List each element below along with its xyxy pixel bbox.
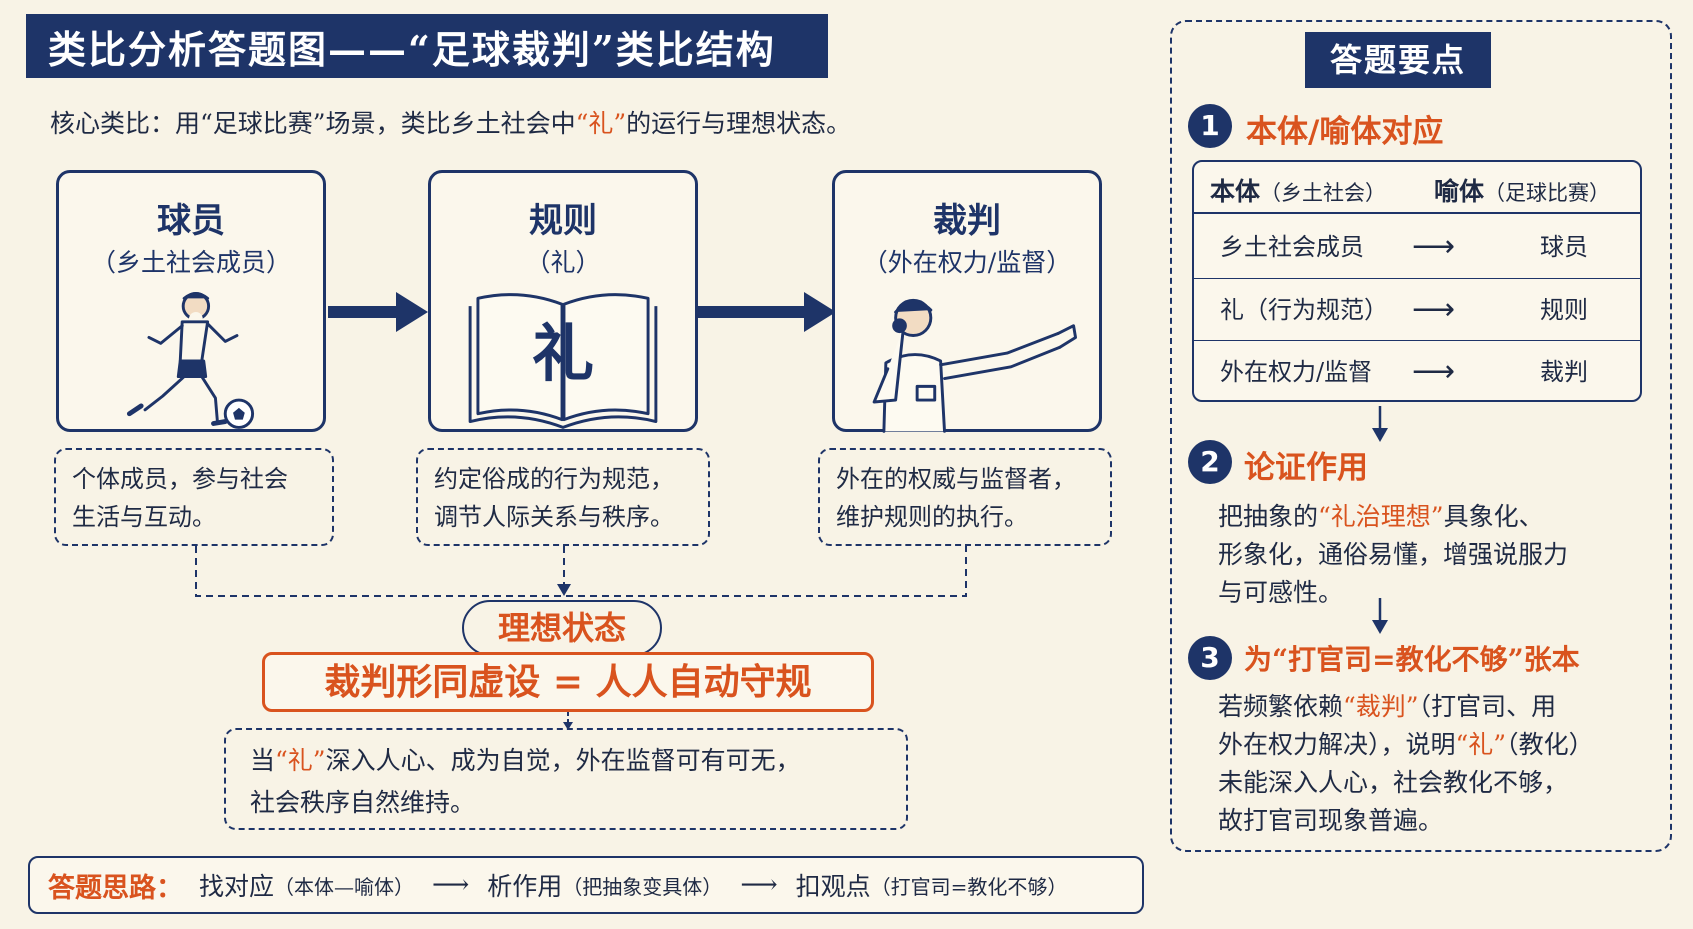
text-span: （打官司、用 — [1418, 692, 1557, 721]
card-referee: 裁判 （外在权力/监督） — [832, 170, 1102, 433]
card-title: 规则 — [529, 201, 597, 241]
text-line: 未能深入人心，社会教化不够， — [1218, 768, 1569, 797]
arrow-player-to-rule — [328, 292, 428, 332]
ideal-state-formula: 裁判形同虚设 = 人人自动守规 — [262, 652, 874, 712]
page-title: 类比分析答题图——“足球裁判”类比结构 — [26, 14, 828, 78]
arrow-right-icon: ⟶ — [1412, 354, 1456, 389]
desc-rest: 深入人心、成为自觉，外在监督可有可无， — [325, 746, 801, 775]
card-subtitle: （乡土社会成员） — [90, 248, 291, 277]
mapping-left: 外在权力/监督 — [1220, 358, 1373, 386]
card-subtitle: （礼） — [525, 248, 601, 277]
section-number-badge: 1 — [1188, 104, 1232, 148]
text-span: 外在权力解决），说明 — [1218, 730, 1456, 759]
mapping-row: 礼（行为规范） ⟶ 规则 — [1194, 278, 1640, 340]
route-step-2: 析作用 — [487, 872, 563, 901]
desc-line: 生活与互动。 — [72, 503, 216, 531]
card-title: 裁判 — [933, 201, 1001, 241]
mapping-left: 礼（行为规范） — [1220, 296, 1388, 324]
dashed-connector — [195, 546, 967, 597]
mapping-row: 外在权力/监督 ⟶ 裁判 — [1194, 340, 1640, 402]
answer-route-bar: 答题思路： 找对应（本体—喻体） ⟶ 析作用（把抽象变具体） ⟶ 扣观点（打官司… — [28, 856, 1144, 914]
mapping-right: 裁判 — [1540, 358, 1588, 386]
mapping-left: 乡土社会成员 — [1220, 233, 1364, 261]
card-rule: 规则 （礼） 礼 — [428, 170, 698, 432]
desc-line: 个体成员，参与社会 — [72, 465, 288, 493]
arrow-right-icon: ⟶ — [1412, 292, 1456, 327]
section-number-badge: 3 — [1188, 636, 1232, 680]
text-span: 具象化、 — [1443, 502, 1544, 531]
route-step-3-note: （打官司=教化不够） — [870, 874, 1068, 899]
card-title: 球员 — [157, 201, 225, 241]
text-span: （教化） — [1506, 730, 1594, 759]
arrow-right-icon: ⟶ — [1412, 229, 1456, 264]
mapping-right: 规则 — [1540, 296, 1588, 324]
text-span: 若频繁依赖 — [1218, 692, 1344, 721]
core-prefix: 核心类比：用“足球比赛”场景，类比乡土社会中 — [50, 109, 576, 138]
core-highlight: “礼” — [575, 109, 627, 138]
card-player: 球员 （乡土社会成员） — [56, 170, 326, 432]
panel-arrow-2 — [1372, 598, 1388, 634]
mapping-right: 球员 — [1540, 233, 1588, 261]
referee-whistle-icon — [872, 298, 1077, 433]
mapping-row: 乡土社会成员 ⟶ 球员 — [1194, 216, 1640, 278]
core-suffix: 的运行与理想状态。 — [626, 109, 852, 138]
section-3-text: 若频繁依赖“裁判”（打官司、用 外在权力解决），说明“礼”（教化） 未能深入人心… — [1218, 688, 1594, 840]
panel-arrow-1 — [1372, 406, 1388, 442]
section-title-argument: 论证作用 — [1244, 450, 1368, 486]
mapping-table: 本体（乡土社会） 喻体（足球比赛） 乡土社会成员 ⟶ 球员 礼（行为规范） ⟶ … — [1192, 160, 1642, 402]
football-player-icon — [126, 292, 255, 429]
text-highlight: “礼治理想” — [1318, 502, 1444, 531]
header-vehicle: 喻体 — [1434, 177, 1485, 206]
arrow-right-icon: ⟶ — [432, 870, 470, 900]
mapping-table-header: 本体（乡土社会） 喻体（足球比赛） — [1194, 162, 1640, 214]
desc-player: 个体成员，参与社会 生活与互动。 — [54, 448, 334, 546]
route-step-1-note: （本体—喻体） — [274, 874, 415, 899]
desc-highlight: “礼” — [275, 746, 326, 775]
desc-line: 社会秩序自然维持。 — [250, 788, 476, 817]
arrow-right-icon: ⟶ — [740, 870, 778, 900]
key-points-panel — [1170, 20, 1672, 852]
desc-line: 外在的权威与监督者， — [836, 465, 1076, 493]
desc-referee: 外在的权威与监督者， 维护规则的执行。 — [818, 448, 1112, 546]
card-subtitle: （外在权力/监督） — [862, 248, 1072, 277]
route-step-1: 找对应 — [199, 872, 275, 901]
arrow-rule-to-referee — [688, 292, 836, 332]
text-highlight: “裁判” — [1343, 692, 1419, 721]
football-icon — [223, 398, 255, 429]
desc-line: 调节人际关系与秩序。 — [434, 503, 674, 531]
header-vehicle-note: （足球比赛） — [1484, 181, 1611, 205]
open-book-icon — [468, 293, 658, 429]
route-label: 答题思路： — [48, 872, 183, 904]
text-highlight: “礼” — [1455, 730, 1507, 759]
desc-line: 维护规则的执行。 — [836, 503, 1028, 531]
section-number-badge: 2 — [1188, 440, 1232, 484]
desc-rule: 约定俗成的行为规范， 调节人际关系与秩序。 — [416, 448, 710, 546]
header-ontology-note: （乡土社会） — [1260, 181, 1387, 205]
text-span: 把抽象的 — [1218, 502, 1319, 531]
text-line: 故打官司现象普遍。 — [1218, 806, 1444, 835]
section-title-correspondence: 本体/喻体对应 — [1246, 114, 1444, 150]
route-step-3: 扣观点 — [795, 872, 871, 901]
desc-line: 约定俗成的行为规范， — [434, 465, 674, 493]
text-line: 形象化，通俗易懂，增强说服力 — [1218, 540, 1569, 569]
book-character: 礼 — [531, 317, 594, 390]
core-analogy-text: 核心类比：用“足球比赛”场景，类比乡土社会中“礼”的运行与理想状态。 — [50, 104, 851, 140]
section-2-text: 把抽象的“礼治理想”具象化、 形象化，通俗易懂，增强说服力 与可感性。 — [1218, 498, 1568, 612]
panel-title: 答题要点 — [1305, 32, 1491, 88]
ideal-state-label: 理想状态 — [462, 600, 662, 656]
section-title-lawsuit: 为“打官司=教化不够”张本 — [1244, 643, 1580, 676]
text-line: 与可感性。 — [1218, 578, 1344, 607]
desc-prefix: 当 — [250, 746, 276, 775]
header-ontology: 本体 — [1210, 177, 1261, 206]
route-step-2-note: （把抽象变具体） — [562, 874, 723, 899]
ideal-state-description: 当“礼”深入人心、成为自觉，外在监督可有可无， 社会秩序自然维持。 — [224, 728, 908, 830]
